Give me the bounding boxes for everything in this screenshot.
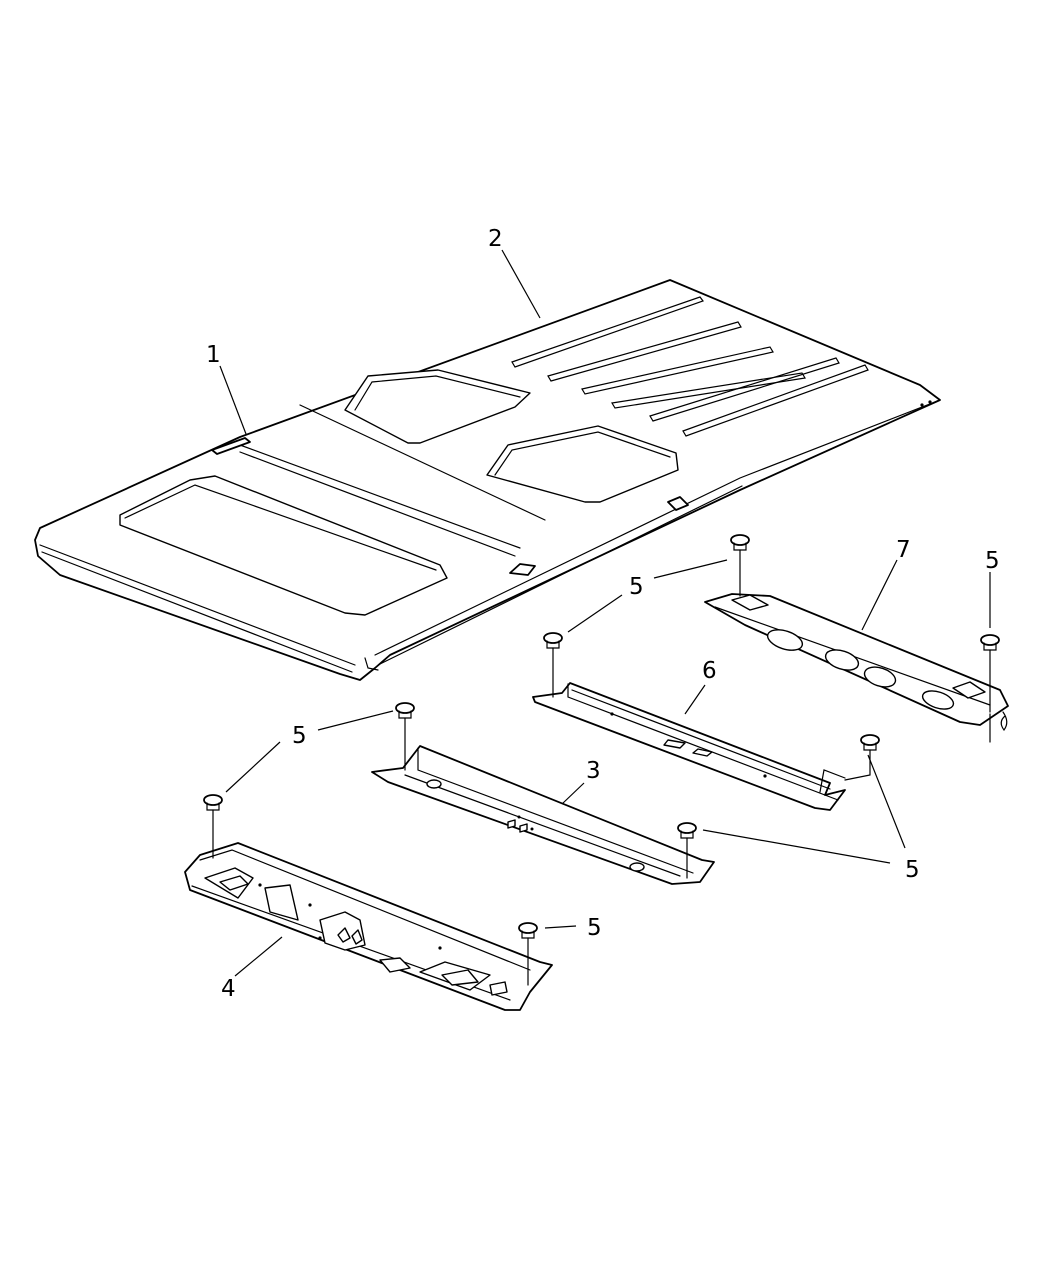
retainer-clip-7 [677,822,697,879]
roof-panel [34,279,941,681]
callout-4: 4 [221,976,236,1002]
retainer-clip-3 [980,634,1000,713]
callout-2: 2 [488,226,503,252]
retainer-clip-1 [730,534,750,597]
callout-3: 3 [586,758,601,784]
callout-5-c: 5 [292,723,307,749]
retainer-clip-2 [543,632,563,698]
retainer-clip-8 [518,922,538,986]
callout-5-d: 5 [905,857,920,883]
callout-5-b: 5 [629,574,644,600]
callout-5-a: 5 [985,548,1000,574]
callout-labels: 2 1 7 5 5 6 5 3 5 5 4 [206,226,1000,1002]
front-roof-bow [371,745,715,885]
retainer-clip-6 [203,794,223,859]
retainer-clip-5 [844,734,880,781]
callout-7: 7 [896,537,911,563]
leader-lines [219,249,991,977]
roof-bow [532,682,846,811]
windshield-header [184,842,553,1011]
callout-5-e: 5 [587,915,602,941]
rear-header-panel [704,593,1009,743]
callout-1: 1 [206,342,221,368]
retainer-clip-4 [395,702,415,771]
callout-6: 6 [702,658,717,684]
